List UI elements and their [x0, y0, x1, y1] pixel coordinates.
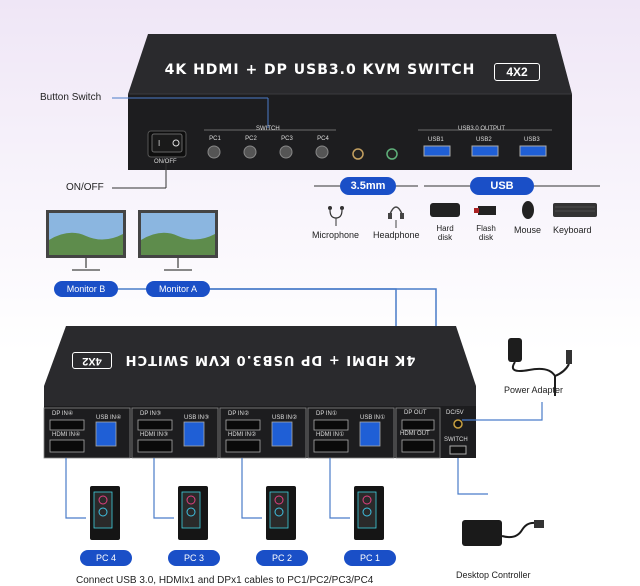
desktop-controller-icon — [462, 520, 544, 546]
hdmi-in-4-port — [49, 439, 85, 453]
controller-cable — [457, 458, 488, 495]
onoff-callout: ON/OFF — [66, 182, 104, 193]
usb3-port — [519, 145, 547, 157]
dp-in-1-port — [313, 419, 349, 431]
usb-pill: USB — [470, 177, 534, 195]
pc3-button — [279, 145, 293, 159]
dp-in-3-label: DP IN③ — [140, 411, 162, 417]
pc1-button-label: PC1 — [209, 136, 221, 142]
flash-disk-icon — [474, 206, 496, 215]
usb1-port — [423, 145, 451, 157]
top-device-title: 4K HDMI + DP USB3.0 KVM SWITCH — [164, 62, 476, 78]
pc2-cable — [241, 458, 262, 519]
hdmi-in-2-label: HDMI IN② — [228, 432, 257, 438]
pc3-label: PC 3 — [168, 550, 220, 566]
power-cable — [462, 402, 543, 421]
hdmi-in-2-port — [225, 439, 261, 453]
usb-in-3-label: USB IN③ — [184, 415, 210, 421]
pc4-cable — [65, 458, 86, 519]
hdmi-in-4-label: HDMI IN④ — [52, 432, 81, 438]
dc-5v-jack — [453, 419, 463, 429]
usb-in-4-port — [95, 421, 117, 447]
mouse-label: Mouse — [514, 225, 542, 235]
power-adapter-icon — [508, 338, 572, 396]
desktop-controller-label: Desktop Controller — [456, 570, 531, 580]
hard-disk-icon — [430, 203, 460, 217]
dp-in-2-port — [225, 419, 261, 431]
dp-in-4-label: DP IN④ — [52, 411, 74, 417]
microphone-label: Microphone — [312, 230, 360, 240]
pc3-tower-icon — [178, 486, 208, 540]
switch-group-label: SWITCH — [256, 126, 280, 132]
power-adapter-label: Power Adapter — [504, 385, 564, 395]
monitor-a-screen — [138, 210, 218, 271]
usb-in-2-port — [271, 421, 293, 447]
dp-in-1-label: DP IN① — [316, 411, 338, 417]
headphone-icon — [388, 206, 404, 228]
top-device-badge: 4X2 — [494, 63, 540, 81]
monitor-b-label: Monitor B — [54, 281, 118, 297]
pc1-tower-icon — [354, 486, 384, 540]
hdmi-out-port — [401, 439, 435, 453]
top-device-front — [128, 94, 572, 170]
hdmi-in-1-port — [313, 439, 349, 453]
switch-port — [449, 445, 467, 455]
dp-in-4-port — [49, 419, 85, 431]
mic-jack — [352, 148, 364, 160]
pc4-button — [315, 145, 329, 159]
usb-in-1-port — [359, 421, 381, 447]
monitor-b-screen — [46, 210, 126, 271]
pc3-button-label: PC3 — [281, 136, 293, 142]
bottom-device-badge: 4X2 — [72, 352, 112, 369]
hdmi-in-1-label: HDMI IN① — [316, 432, 345, 438]
usb-group-label: USB3.0 OUTPUT — [458, 126, 506, 132]
usb-in-4-label: USB IN④ — [96, 415, 122, 421]
bottom-device-title: 4K HDMI + DP USB3.0 KVM SWITCH — [124, 352, 416, 367]
svg-text:I: I — [158, 139, 160, 148]
hdmi-in-3-port — [137, 439, 173, 453]
pc2-button-label: PC2 — [245, 136, 257, 142]
headphone-label: Headphone — [373, 230, 420, 240]
usb-in-1-label: USB IN① — [360, 415, 386, 421]
microphone-icon — [328, 206, 344, 226]
usb-in-3-port — [183, 421, 205, 447]
dp-out-label: DP OUT — [404, 410, 427, 416]
pc2-label: PC 2 — [256, 550, 308, 566]
power-switch-label: ON/OFF — [154, 159, 177, 165]
pc4-button-label: PC4 — [317, 136, 329, 142]
pc2-button — [243, 145, 257, 159]
usb1-label: USB1 — [428, 137, 444, 143]
keyboard-icon — [553, 203, 597, 217]
dp-in-2-label: DP IN② — [228, 411, 250, 417]
usb3-label: USB3 — [524, 137, 540, 143]
mouse-icon — [522, 201, 534, 219]
monitor-a-label: Monitor A — [146, 281, 210, 297]
pc2-tower-icon — [266, 486, 296, 540]
dp-in-3-port — [137, 419, 173, 431]
hard-disk-label: Hard disk — [436, 224, 454, 242]
flash-disk-label: Flash disk — [476, 224, 496, 242]
dp-out-port — [401, 419, 435, 431]
pc4-tower-icon — [90, 486, 120, 540]
pc4-label: PC 4 — [80, 550, 132, 566]
pc1-label: PC 1 — [344, 550, 396, 566]
headphone-jack — [386, 148, 398, 160]
hdmi-out-label: HDMI OUT — [400, 431, 430, 437]
usb2-port — [471, 145, 499, 157]
audio-pill: 3.5mm — [340, 177, 396, 195]
dc-5v-label: DC/5V — [446, 410, 464, 416]
button-switch-callout: Button Switch — [40, 92, 102, 103]
usb2-label: USB2 — [476, 137, 492, 143]
caption: Connect USB 3.0, HDMIx1 and DPx1 cables … — [76, 575, 374, 586]
hdmi-in-3-label: HDMI IN③ — [140, 432, 169, 438]
usb-in-2-label: USB IN② — [272, 415, 298, 421]
keyboard-label: Keyboard — [553, 225, 592, 235]
pc1-button — [207, 145, 221, 159]
pc3-cable — [153, 458, 174, 519]
pc1-cable — [329, 458, 350, 519]
switch-port-label: SWITCH — [444, 437, 468, 443]
